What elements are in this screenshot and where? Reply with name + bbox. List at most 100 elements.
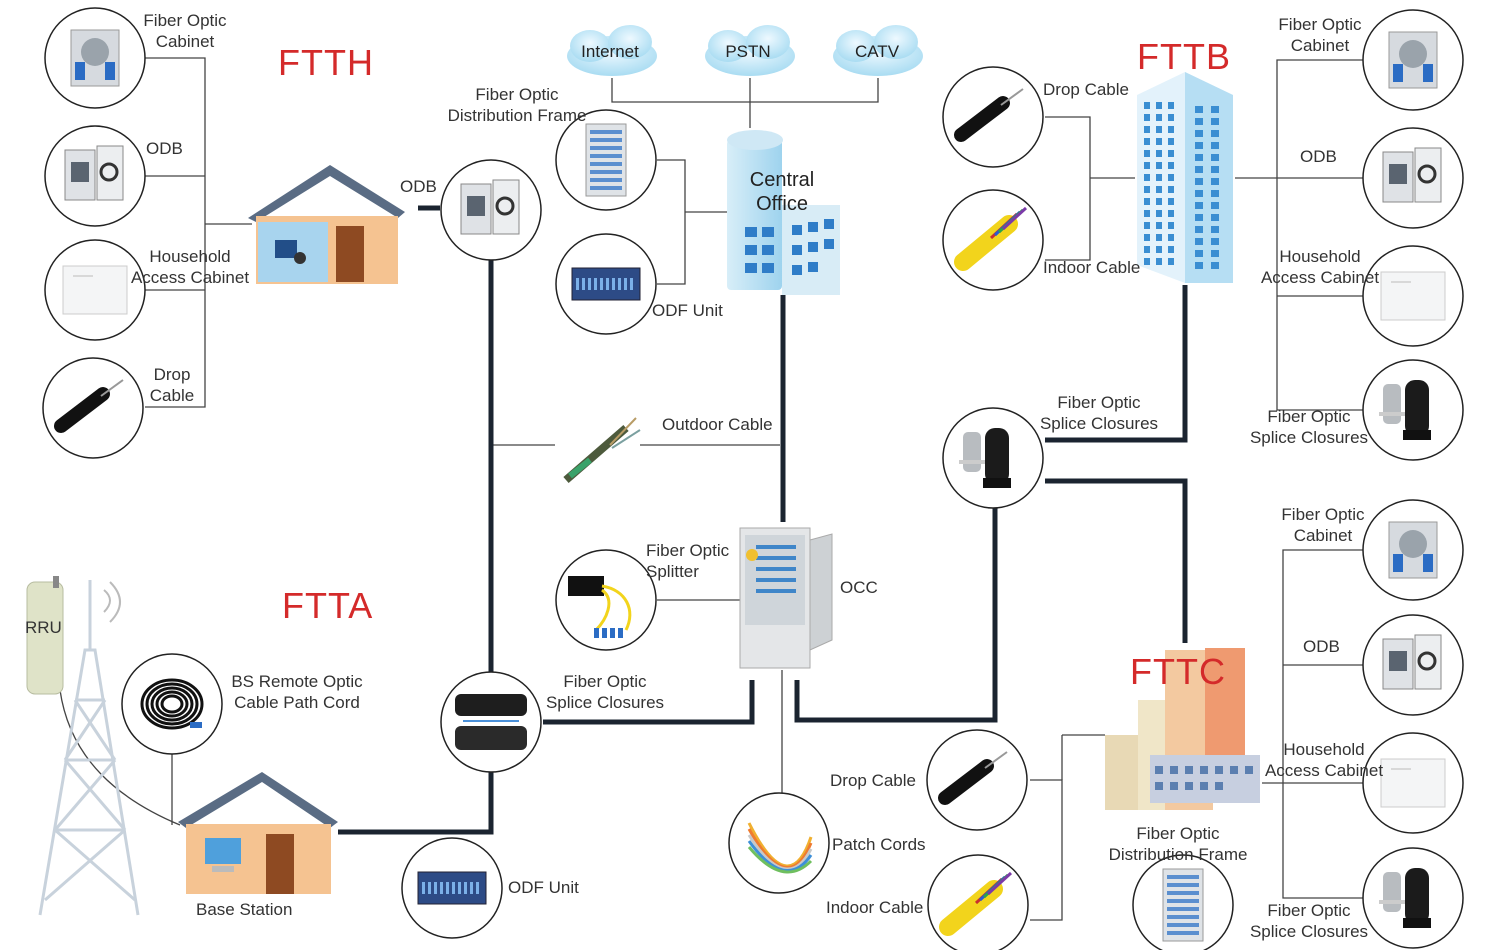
ftth-household-line1: Household <box>149 247 231 266</box>
fttb-splice-line2: Splice Closures <box>1249 428 1369 447</box>
fttc-buildings-icon <box>1105 648 1260 810</box>
center-indoor-label: Indoor Cable <box>826 898 924 917</box>
fttc-household-line2: Access Cabinet <box>1264 761 1384 780</box>
fttc-odf-frame-icon <box>1132 854 1234 950</box>
base-station-label: Base Station <box>196 900 293 919</box>
center-drop-label: Drop Cable <box>830 771 916 790</box>
fttb-cabinet-line2: Cabinet <box>1290 36 1350 55</box>
fttc-cabinet-line2: Cabinet <box>1293 526 1353 545</box>
central-office-label: Central Office <box>732 168 832 216</box>
ftth-title: FTTH <box>278 42 374 83</box>
bs-cord-line1: BS Remote Optic <box>231 672 363 691</box>
fttb-splice-mid-label: Fiber Optic Splice Closures <box>1032 392 1166 434</box>
ftth-house-icon <box>248 165 405 284</box>
thick-cables <box>338 205 1188 835</box>
fttc-household-line1: Household <box>1283 740 1365 759</box>
central-office-line2: Office <box>756 193 808 215</box>
ftth-house-odb-label: ODB <box>400 177 437 196</box>
ftth-drop-label: Drop Cable <box>138 364 206 406</box>
fttc-odf-line1: Fiber Optic <box>1136 824 1220 843</box>
fttb-splice-line1: Fiber Optic <box>1267 407 1351 426</box>
ftta-odf-unit-label: ODF Unit <box>508 878 579 897</box>
ftth-odb-label: ODB <box>146 139 183 158</box>
ftta-title: FTTA <box>282 585 374 626</box>
central-office-line1: Central <box>749 169 815 191</box>
fttb-drop-label: Drop Cable <box>1043 80 1129 99</box>
ftta-odf-unit-icon <box>401 837 503 939</box>
ftth-odb-icon <box>44 125 146 227</box>
fttb-odb-label: ODB <box>1300 147 1337 166</box>
fttc-cabinet-icon <box>1362 499 1464 601</box>
central-office-building-icon <box>727 130 840 295</box>
center-indoor-cable-icon <box>927 854 1029 950</box>
fttc-household-label: Household Access Cabinet <box>1256 739 1392 781</box>
center-splice-icon <box>440 671 542 773</box>
component-circles <box>42 7 1464 950</box>
fttb-splice-mid-line2: Splice Closures <box>1039 414 1159 433</box>
patch-cords-label: Patch Cords <box>832 835 926 854</box>
fttb-drop-cable-icon <box>942 66 1044 168</box>
odf-unit-label: ODF Unit <box>652 301 723 320</box>
ftth-drop-line1: Drop <box>153 365 191 384</box>
fttb-household-label: Household Access Cabinet <box>1252 246 1388 288</box>
odf-frame-icon <box>555 109 657 211</box>
fttc-splice-line1: Fiber Optic <box>1267 901 1351 920</box>
rru-label: RRU <box>25 618 62 637</box>
fttb-household-line2: Access Cabinet <box>1260 268 1380 287</box>
splitter-line2: Splitter <box>646 562 699 581</box>
ftth-odb-box-icon <box>440 159 542 261</box>
fttc-household-icon <box>1362 732 1464 834</box>
fttc-cabinet-line1: Fiber Optic <box>1281 505 1365 524</box>
fttb-indoor-cable-icon <box>942 189 1044 291</box>
center-splice-label: Fiber Optic Splice Closures <box>540 671 670 713</box>
center-splice-line1: Fiber Optic <box>563 672 647 691</box>
cloud-pstn-icon <box>705 25 795 76</box>
ftth-household-label: Household Access Cabinet <box>122 246 258 288</box>
ftth-drop-cable-icon <box>42 357 144 459</box>
rru-antenna-icon <box>26 576 64 695</box>
fttc-splice-label: Fiber Optic Splice Closures <box>1240 900 1378 942</box>
ftth-cabinet-icon <box>44 7 146 109</box>
occ-cabinet-icon <box>739 527 833 669</box>
fttc-title: FTTC <box>1130 651 1226 692</box>
odf-frame-label: Fiber Optic Distribution Frame <box>432 84 602 126</box>
center-drop-cable-icon <box>926 729 1028 831</box>
outdoor-cable-icon <box>563 417 641 484</box>
fttb-splice-icon <box>1362 359 1464 461</box>
fttb-household-icon <box>1362 245 1464 347</box>
odf-frame-line1: Fiber Optic <box>475 85 559 104</box>
splitter-icon <box>555 549 657 651</box>
bs-cord-line2: Cable Path Cord <box>234 693 360 712</box>
ftth-household-icon <box>44 239 146 341</box>
base-station-house-icon <box>178 772 338 894</box>
fttc-odf-line2: Distribution Frame <box>1108 845 1248 864</box>
outdoor-cable-label: Outdoor Cable <box>662 415 773 434</box>
ftth-drop-line2: Cable <box>149 386 195 405</box>
splitter-line1: Fiber Optic <box>646 541 730 560</box>
splitter-label: Fiber Optic Splitter <box>646 540 729 582</box>
bs-cord-label: BS Remote Optic Cable Path Cord <box>222 671 372 713</box>
bs-cord-icon <box>121 653 223 755</box>
fttc-splice-line2: Splice Closures <box>1249 922 1369 941</box>
center-splice-line2: Splice Closures <box>545 693 665 712</box>
fttb-indoor-label: Indoor Cable <box>1043 258 1141 277</box>
ftth-cabinet-label: Fiber Optic Cabinet <box>130 10 240 52</box>
fttc-odb-icon <box>1362 614 1464 716</box>
cloud-internet-icon <box>567 25 657 76</box>
ftth-household-line2: Access Cabinet <box>130 268 250 287</box>
odf-frame-line2: Distribution Frame <box>447 106 587 125</box>
fttc-cabinet-label: Fiber Optic Cabinet <box>1268 504 1378 546</box>
fttc-odf-label: Fiber Optic Distribution Frame <box>1098 823 1258 865</box>
ftth-cabinet-line1: Fiber Optic <box>143 11 227 30</box>
fttc-odb-label: ODB <box>1303 637 1340 656</box>
internet-label: Internet <box>581 42 639 61</box>
fttb-building-icon <box>1137 72 1233 283</box>
fttb-household-line1: Household <box>1279 247 1361 266</box>
fttc-splice-icon <box>1362 847 1464 949</box>
cloud-catv-icon <box>833 25 923 76</box>
occ-label: OCC <box>840 578 878 597</box>
telecom-tower-icon <box>38 580 140 916</box>
fttb-splice-label: Fiber Optic Splice Closures <box>1240 406 1378 448</box>
